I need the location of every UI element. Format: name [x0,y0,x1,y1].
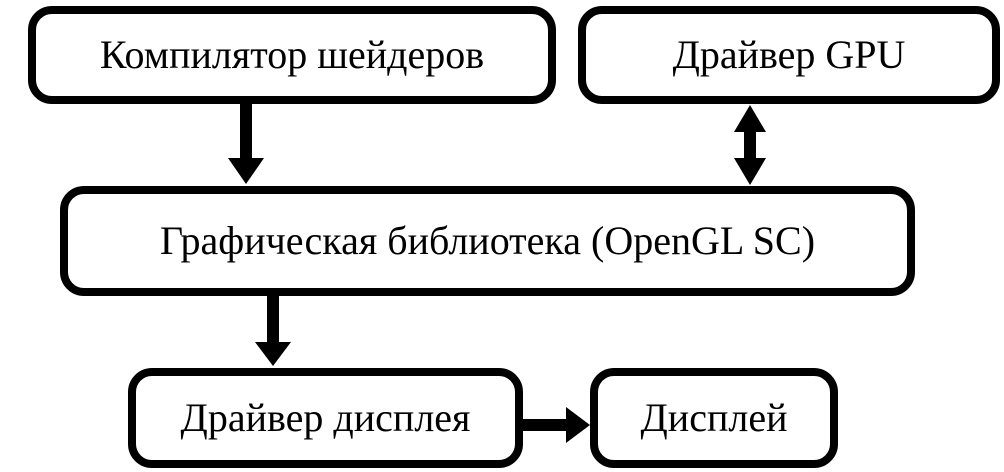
node-shader-compiler-label: Компилятор шейдеров [99,32,485,77]
node-display-driver-label: Драйвер дисплея [180,395,471,440]
node-shader-compiler: Компилятор шейдеров [28,6,556,104]
arrow-compiler-to-library-icon [228,103,264,184]
node-display-driver: Драйвер дисплея [128,368,523,468]
arrow-library-to-displaydriver-icon [255,295,291,366]
node-display-label: Дисплей [640,395,788,440]
node-display: Дисплей [590,368,838,468]
arrow-displaydriver-to-display-icon [521,407,590,443]
node-graphics-library-label: Графическая библиотека (OpenGL SC) [159,218,816,263]
node-gpu-driver-label: Драйвер GPU [672,32,906,77]
node-gpu-driver: Драйвер GPU [578,6,1000,104]
node-graphics-library: Графическая библиотека (OpenGL SC) [60,186,915,296]
arrow-gpu-library-bidirectional-icon [734,105,766,185]
